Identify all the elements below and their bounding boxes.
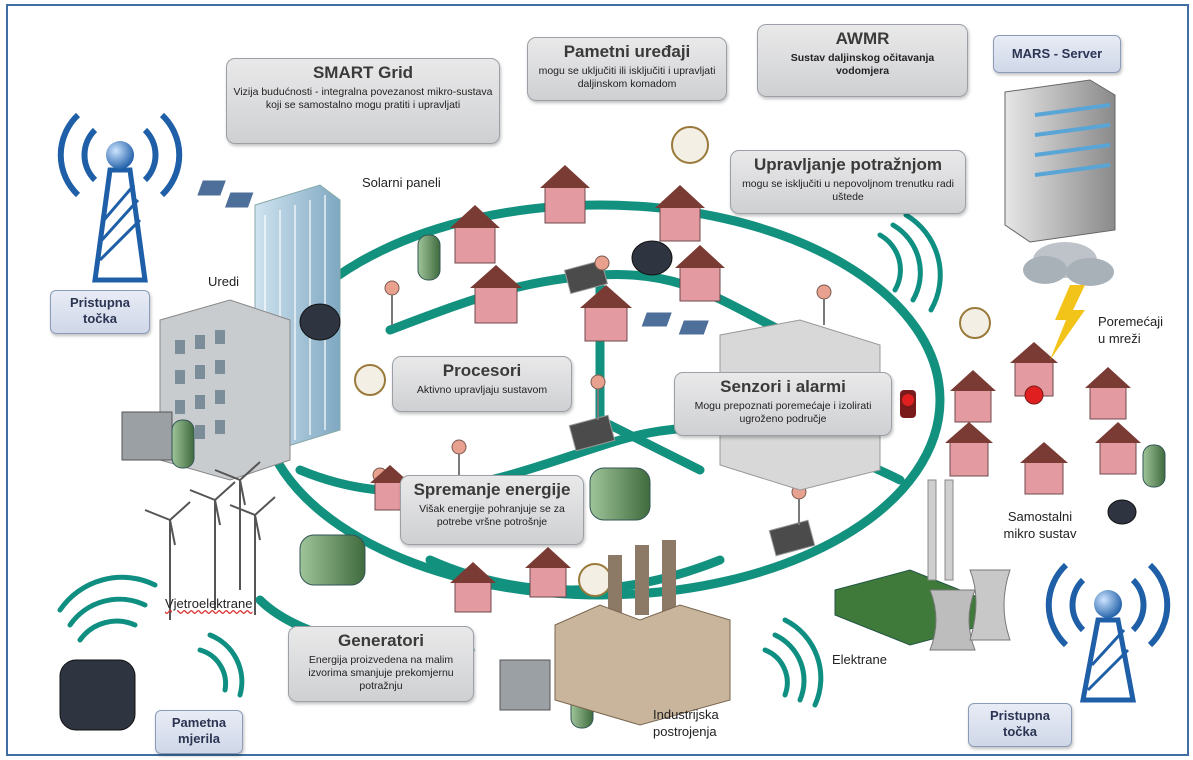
storm-cloud xyxy=(1023,242,1114,360)
callout-spremanje-energije: Spremanje energije Višak energije pohran… xyxy=(400,475,584,545)
callout-description: Mogu prepoznati poremećaje i izolirati u… xyxy=(694,400,872,425)
label-solarni-paneli: Solarni paneli xyxy=(362,175,441,190)
callout-upravljanje-potraznjom: Upravljanje potražnjom mogu se isključit… xyxy=(730,150,966,214)
access-point-tower-right xyxy=(1045,562,1171,703)
label-industrijska-postrojenja: Industrijska postrojenja xyxy=(653,707,719,739)
callout-title: Spremanje energije xyxy=(413,480,571,499)
label-uredi: Uredi xyxy=(208,274,240,289)
callout-title: Upravljanje potražnjom xyxy=(754,155,942,174)
callout-description: Sustav daljinskog očitavanja vodomjera xyxy=(790,52,935,77)
industrial-factory xyxy=(499,540,731,726)
callout-description: Višak energije pohranjuje se za potrebe … xyxy=(419,503,565,528)
office-buildings xyxy=(77,179,341,481)
diagram-frame xyxy=(6,4,1189,756)
callout-title: Pametni uređaji xyxy=(563,42,691,61)
callout-description: Aktivno upravljaju sustavom xyxy=(416,384,548,396)
callout-generatori: Generatori Energija proizvedena na malim… xyxy=(288,626,474,702)
access-point-tower-left xyxy=(57,112,183,283)
label-vjetroelektrane: Vjetroelektrane xyxy=(165,596,253,611)
callout-procesori: Procesori Aktivno upravljaju sustavom xyxy=(392,356,572,412)
server-tower xyxy=(1004,79,1116,243)
callout-description: Vizija budućnosti - integralna povezanos… xyxy=(233,86,493,111)
label-poremecaji: Poremećaji u mreži xyxy=(1098,314,1164,346)
label-elektrane: Elektrane xyxy=(832,652,887,667)
callout-pametni-uredaji: Pametni uređaji mogu se uključiti ili is… xyxy=(527,37,727,101)
tag-mars-server: MARS - Server xyxy=(993,35,1121,73)
houses xyxy=(370,165,1141,613)
callout-title: Senzori i alarmi xyxy=(720,377,846,396)
callout-title: SMART Grid xyxy=(312,63,414,82)
sensor-pins xyxy=(372,255,832,525)
label-samostalni-mikro-sustav: Samostalni mikro sustav xyxy=(1003,509,1077,541)
wireless-signal-arcs xyxy=(57,212,943,708)
callout-description: mogu se isključiti u nepovoljnom trenutk… xyxy=(742,178,954,203)
alarm-light xyxy=(900,385,1044,418)
callout-title: Procesori xyxy=(442,361,522,380)
callout-smart-grid: SMART Grid Vizija budućnosti - integraln… xyxy=(226,58,500,144)
pressure-gauges xyxy=(354,126,991,597)
processor-chips xyxy=(563,259,816,557)
callout-awmr: AWMR Sustav daljinskog očitavanja vodomj… xyxy=(757,24,968,97)
storage-tanks xyxy=(299,234,1166,729)
tag-pristupna-tocka-left: Pristupna točka xyxy=(50,290,150,334)
callout-description: mogu se uključiti ili isključiti i uprav… xyxy=(538,65,716,90)
callout-title: AWMR xyxy=(835,29,890,48)
tag-pristupna-tocka-right: Pristupna točka xyxy=(968,703,1072,747)
wind-turbines xyxy=(144,461,276,620)
callout-description: Energija proizvedena na malim izvorima s… xyxy=(308,654,454,692)
tag-pametna-mjerila: Pametna mjerila xyxy=(155,710,243,754)
callout-senzori-alarmi: Senzori i alarmi Mogu prepoznati poremeć… xyxy=(674,372,892,436)
callout-title: Generatori xyxy=(338,631,424,650)
power-plant xyxy=(834,479,1011,651)
